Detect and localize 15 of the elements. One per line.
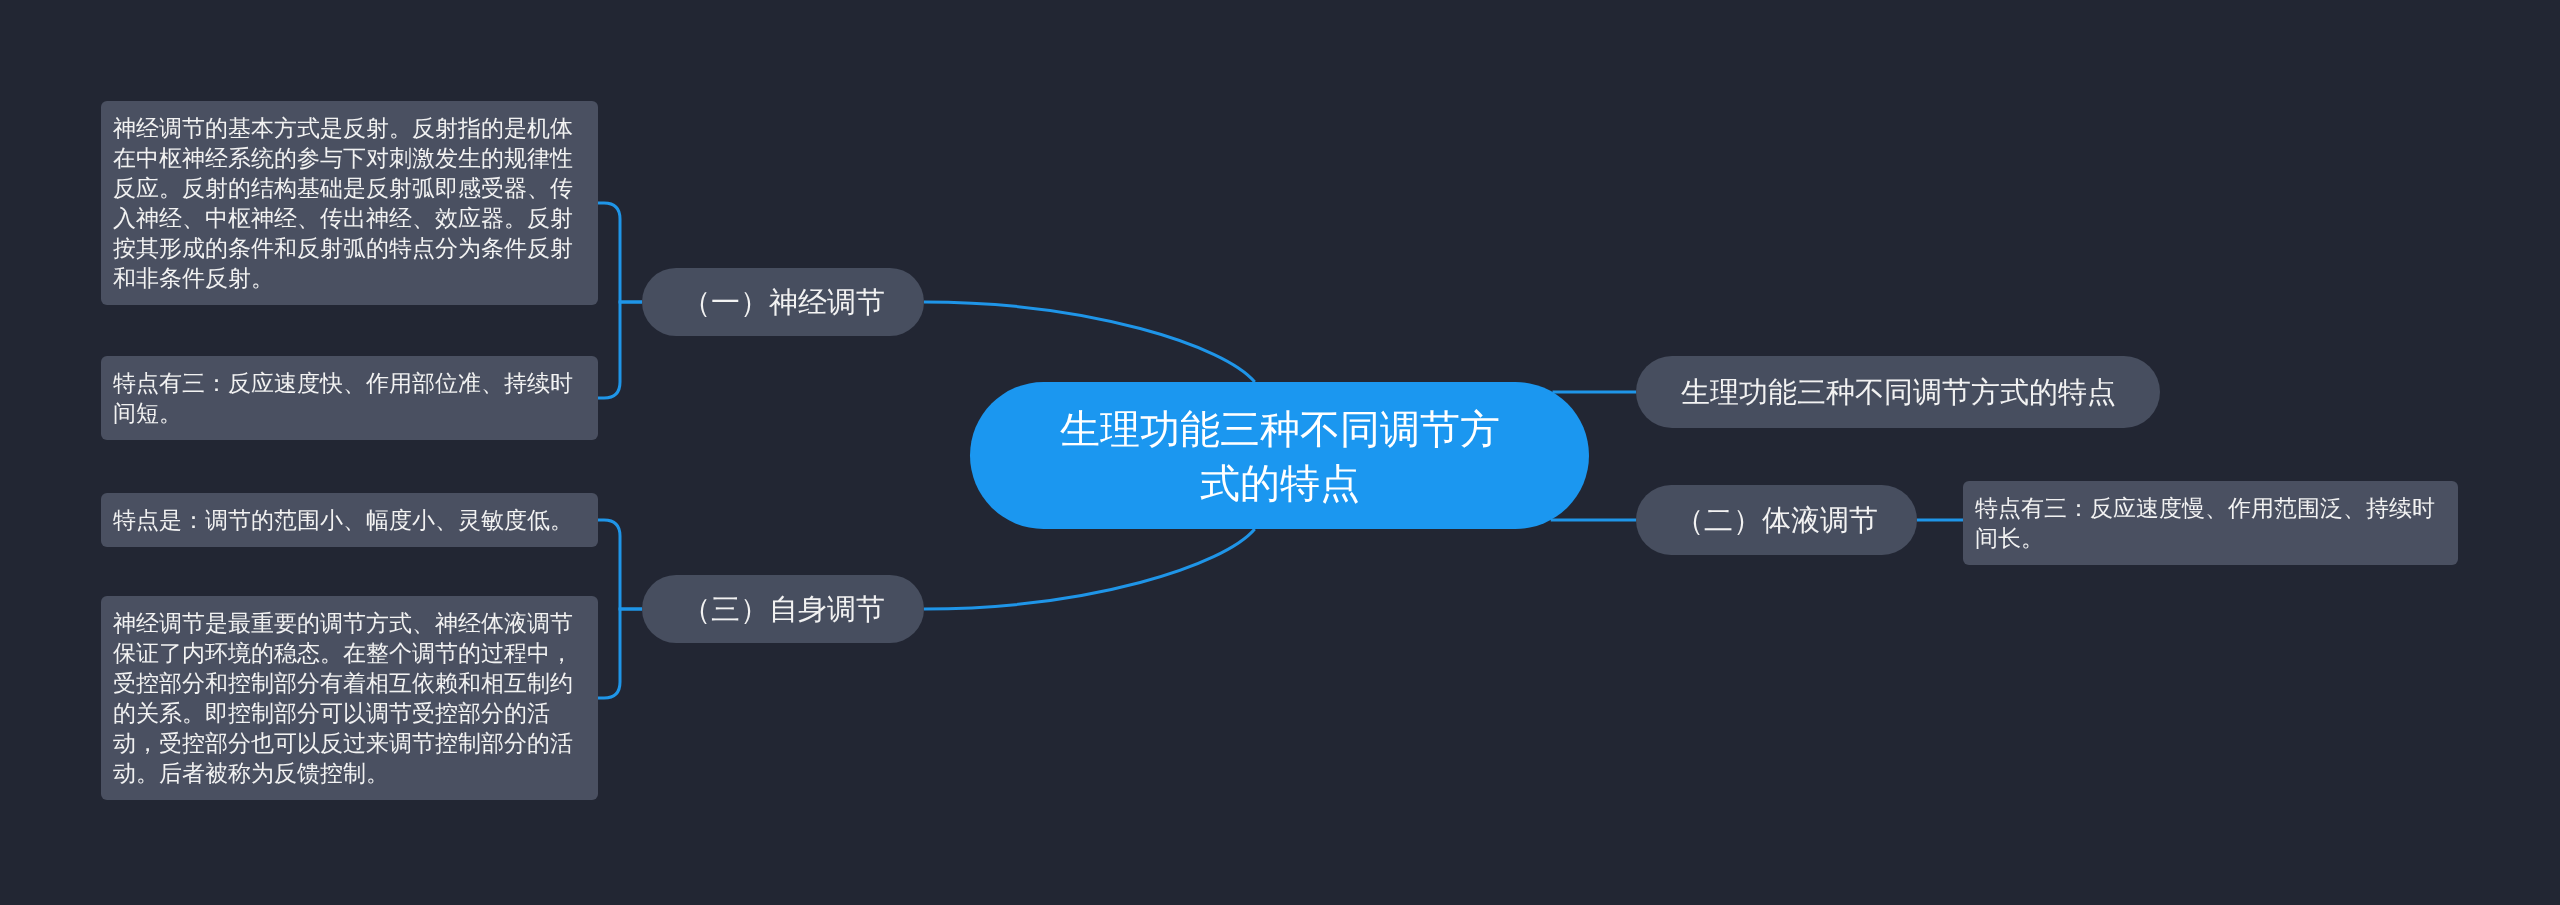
connector-line [1917,518,1963,522]
connector-line [1550,518,1636,522]
branch-topic: （一）神经调节 [642,268,924,336]
branch-topic: （二）体液调节 [1636,485,1917,555]
connector-line [923,527,1256,611]
connector-line [1552,390,1636,394]
central-topic: 生理功能三种不同调节方式的特点 [970,382,1589,529]
note-card: 特点有三：反应速度快、作用部位准、持续时间短。 [101,356,598,440]
note-card: 神经调节的基本方式是反射。反射指的是机体在中枢神经系统的参与下对刺激发生的规律性反应。反射的结构基础是反射弧即感受器、传入神经、中枢神经、传出神经、效应器。反射按其形成的条件和反射弧的特点分为条件反射和非条件反射。 [101,101,598,305]
note-card: 特点是：调节的范围小、幅度小、灵敏度低。 [101,493,598,547]
connector-line [923,300,1256,384]
branch-topic: （三）自身调节 [642,575,924,643]
note-card: 神经调节是最重要的调节方式、神经体液调节保证了内环境的稳态。在整个调节的过程中，受控部分和控制部分有着相互依赖和相互制约的关系。即控制部分可以调节受控部分的活动，受控部分也可以反过来调节控制部分的活动。后者被称为反馈控制。 [101,596,598,800]
note-card: 特点有三：反应速度慢、作用范围泛、持续时间长。 [1963,481,2458,565]
branch-topic: 生理功能三种不同调节方式的特点 [1636,356,2160,428]
